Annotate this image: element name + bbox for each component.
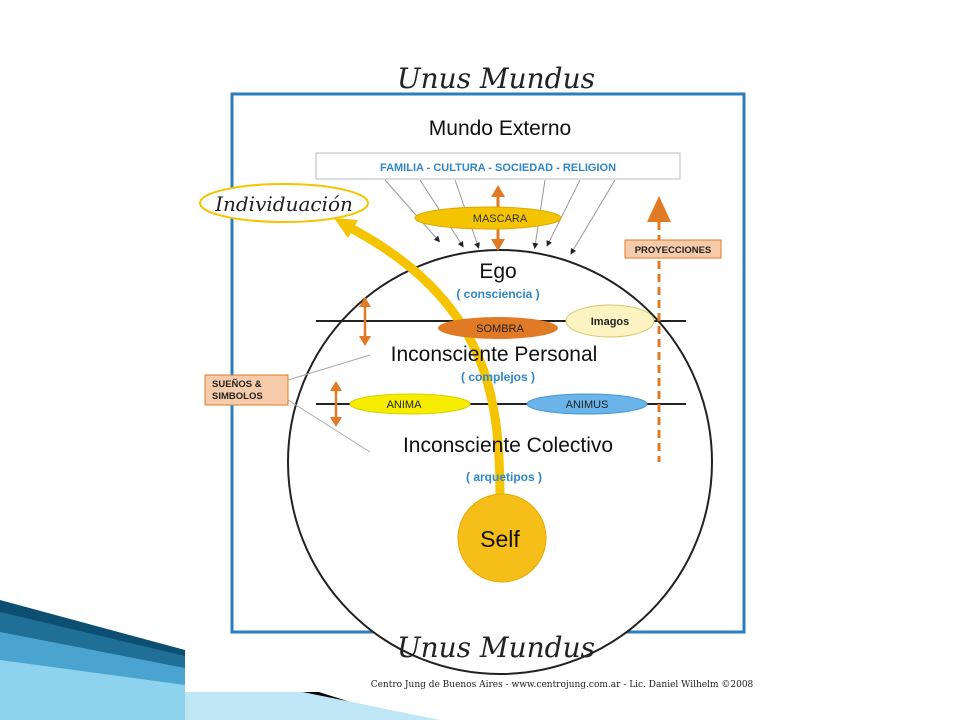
consciencia-label: ( consciencia )	[456, 287, 539, 301]
suenos-label-line1: SUEÑOS &	[212, 379, 262, 390]
suenos-simbolos-tag	[204, 374, 289, 406]
self-circle	[457, 493, 547, 583]
individuacion-label: Individuación	[214, 192, 353, 216]
double-arrow-icon	[330, 381, 342, 427]
anima-ellipse	[349, 393, 471, 415]
projection-arrowhead	[647, 196, 671, 222]
individuation-arrowhead	[334, 218, 358, 238]
credit-line: Centro Jung de Buenos Aires - www.centro…	[371, 680, 754, 690]
inconsciente-personal-label: Inconsciente Personal	[391, 343, 598, 366]
imagos-label: Imagos	[591, 316, 630, 328]
inconsciente-colectivo-label: Inconsciente Colectivo	[403, 434, 613, 457]
unus-mundus-bottom-title: Unus Mundus	[397, 631, 595, 664]
mundo-externo-label: Mundo Externo	[429, 117, 571, 140]
suenos-label-line2: SIMBOLOS	[212, 391, 263, 402]
complejos-label: ( complejos )	[461, 370, 535, 384]
proyecciones-label: PROYECCIONES	[635, 245, 712, 256]
animus-label: ANIMUS	[566, 399, 609, 411]
sombra-ellipse	[438, 317, 558, 339]
social-bar-box	[315, 152, 681, 180]
individuation-arrow-icon	[342, 221, 505, 501]
proyecciones-tag	[624, 239, 722, 259]
arquetipos-label: ( arquetipos )	[466, 470, 542, 484]
unus-mundus-top-title: Unus Mundus	[397, 62, 595, 95]
individuacion-ellipse	[199, 183, 369, 223]
double-arrow-icon	[359, 297, 371, 346]
sombra-label: SOMBRA	[476, 323, 524, 335]
ego-label: Ego	[479, 260, 516, 283]
anima-label: ANIMA	[387, 399, 423, 411]
imagos-ellipse	[565, 304, 655, 338]
social-bar-text: FAMILIA - CULTURA - SOCIEDAD - RELIGION	[380, 162, 616, 174]
suenos-pointer-lines	[287, 354, 371, 453]
mascara-ellipse	[414, 206, 562, 230]
mascara-label: MASCARA	[473, 213, 528, 225]
self-label: Self	[480, 526, 520, 552]
animus-ellipse	[526, 393, 648, 415]
